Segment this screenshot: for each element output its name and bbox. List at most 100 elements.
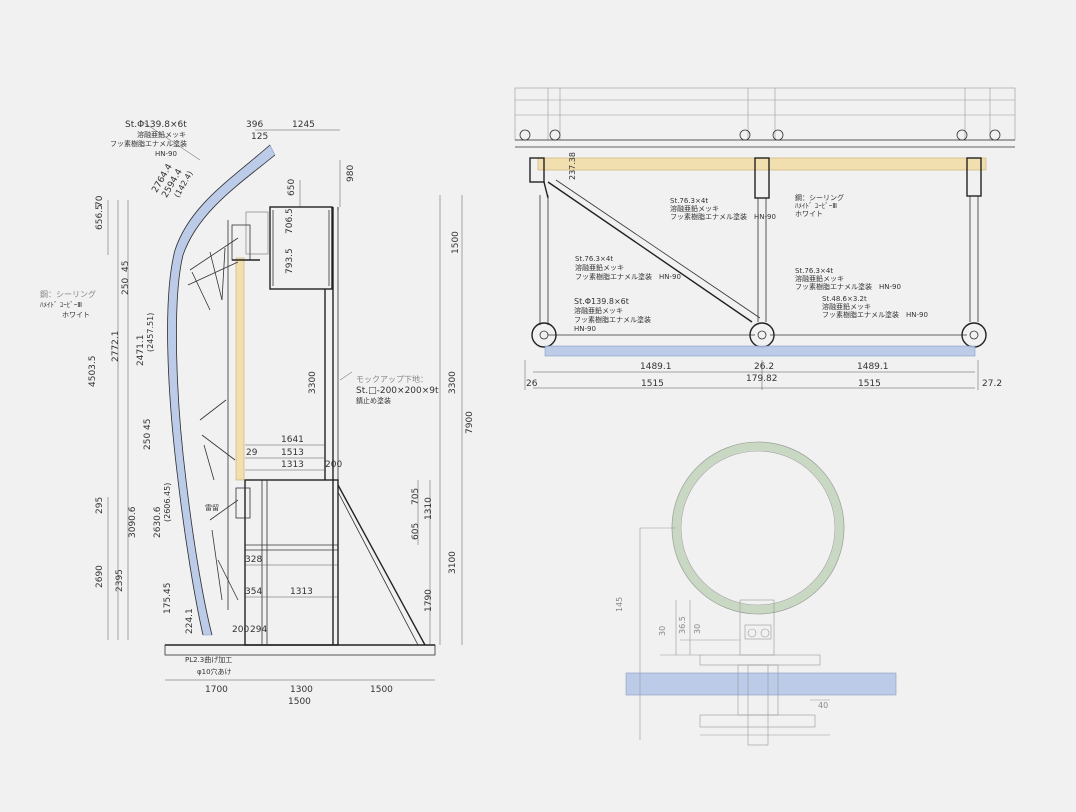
dimension: 1300 xyxy=(290,685,313,695)
left-finish-label: フッ素樹脂エナメル塗装 HN-90 xyxy=(575,272,681,281)
dimension: 2772.1 xyxy=(111,331,121,363)
dimension: 7900 xyxy=(465,411,475,434)
dimension: 237.38 xyxy=(568,152,577,180)
dimension: 1500 xyxy=(451,231,461,254)
seal-label: ホワイト xyxy=(795,210,823,218)
dimension: 26.2 xyxy=(754,362,774,372)
mockup-label: 錆止め塗装 xyxy=(356,396,391,405)
mockup-label: モックアップ下地： xyxy=(356,374,428,384)
brace-spec-label: St.76.3×4t xyxy=(670,197,708,205)
glass-strip xyxy=(544,345,976,357)
brace-finish-label: 溶融亜鉛メッキ xyxy=(670,204,719,213)
dimension: 1641 xyxy=(281,435,304,445)
ground-slab xyxy=(164,644,436,656)
dimension: 29 xyxy=(246,448,258,458)
dimension: 1313 xyxy=(290,587,313,597)
dimension: 200 xyxy=(325,460,342,470)
dimension: 1513 xyxy=(281,448,304,458)
sealing-label: ホワイト xyxy=(62,311,90,319)
small-finish-label: フッ素樹脂エナメル塗装 HN-90 xyxy=(822,310,928,319)
dimension: 2690 xyxy=(95,565,105,588)
dimension: 1489.1 xyxy=(640,362,672,372)
pipe-detail-view: 145 30 36.5 30 40 xyxy=(615,441,897,746)
dimension: 2630.6 xyxy=(153,506,163,538)
steel-frame xyxy=(244,206,426,646)
dimension: 45 xyxy=(121,261,131,272)
dimension: 145 xyxy=(615,597,624,612)
plan-view: St.76.3×4t 溶融亜鉛メッキ フッ素樹脂エナメル塗装 HN-90 St.… xyxy=(514,87,1016,390)
sealing-label: 鋼：シーリング xyxy=(40,289,96,299)
dimension: 1245 xyxy=(292,120,315,130)
glass-strip xyxy=(625,672,897,696)
dimension: (2457.51) xyxy=(146,313,155,352)
small-label: 雷留 xyxy=(205,503,219,512)
seal-label: ﾊﾒｲﾄﾞ ﾕｰﾋﾞｰⅢ xyxy=(795,202,837,210)
dimension: 3090.6 xyxy=(128,506,138,538)
pipe-ring xyxy=(671,441,845,615)
dimension: 1489.1 xyxy=(857,362,889,372)
dimension: 1500 xyxy=(288,697,311,707)
dimension: 656.5 xyxy=(95,204,105,230)
dimension: 2395 xyxy=(115,569,125,592)
dimension: 3300 xyxy=(448,371,458,394)
dimension: 36.5 xyxy=(678,616,687,634)
dimension: 250 xyxy=(143,433,153,450)
plan-dimension-lines xyxy=(524,360,979,390)
base-plate-label: PL2.3曲げ加工 xyxy=(185,655,232,664)
mid-finish-label: 溶融亜鉛メッキ xyxy=(795,274,844,283)
dimension: 179.82 xyxy=(746,374,778,384)
section-view: St.Φ139.8×6t 溶融亜鉛メッキ フッ素樹脂エナメル塗装 HN-90 鋼… xyxy=(40,119,475,707)
small-finish-label: 溶融亜鉛メッキ xyxy=(822,302,871,311)
dimension: 1500 xyxy=(370,685,393,695)
pipe-finish-label: HN-90 xyxy=(574,325,596,333)
dimension: 70 xyxy=(95,195,105,207)
dimension: 980 xyxy=(346,165,356,182)
pipe-finish-label: フッ素樹脂エナメル塗装 xyxy=(574,315,651,324)
dimension: 1515 xyxy=(858,379,881,389)
dimension: 125 xyxy=(251,132,268,142)
dimension: 328 xyxy=(245,555,262,565)
seal-label: 鋼：シーリング xyxy=(795,193,844,202)
dimension: 30 xyxy=(693,624,702,634)
small-spec-label: St.48.6×3.2t xyxy=(822,295,867,303)
hole-label: φ10穴あけ xyxy=(197,667,232,676)
dimension: 295 xyxy=(95,497,105,514)
dimension: 4503.5 xyxy=(88,356,98,388)
dimension: (2606.45) xyxy=(163,483,172,522)
detail-fittings xyxy=(639,527,830,746)
dimension: 2471.1 xyxy=(136,335,146,367)
section-dimensions xyxy=(107,119,463,681)
dimension: 294 xyxy=(250,625,267,635)
pipe-finish-label: 溶融亜鉛メッキ xyxy=(137,130,186,139)
dimension: 40 xyxy=(818,701,828,710)
pipe-finish-label: フッ素樹脂エナメル塗装 xyxy=(110,139,187,148)
dimension: 250 xyxy=(121,278,131,295)
dimension: 793.5 xyxy=(285,248,295,274)
plan-frame xyxy=(514,87,1016,148)
dimension: 706.5 xyxy=(285,208,295,234)
mid-spec-label: St.76.3×4t xyxy=(795,267,833,275)
dimension: 27.2 xyxy=(982,379,1002,389)
truss xyxy=(187,211,269,610)
dimension: 3100 xyxy=(448,551,458,574)
dimension: 705 xyxy=(411,488,421,505)
pipe-spec-label: St.Φ139.8×6t xyxy=(125,120,187,130)
mockup-label: St.□-200×200×9t xyxy=(356,386,439,396)
dimension: 650 xyxy=(287,179,297,196)
dimension: 1313 xyxy=(281,460,304,470)
pipe-finish-label: 溶融亜鉛メッキ xyxy=(574,306,623,315)
dimension: 200 xyxy=(232,625,249,635)
left-spec-label: St.76.3×4t xyxy=(575,255,613,263)
dimension: 175.45 xyxy=(163,583,173,615)
dimension: 1700 xyxy=(205,685,228,695)
dimension: 605 xyxy=(411,523,421,540)
pipe-finish-label: HN-90 xyxy=(155,150,177,158)
dimension: 396 xyxy=(246,120,263,130)
dimension: 3300 xyxy=(308,371,318,394)
dimension: 1310 xyxy=(424,497,434,520)
mid-finish-label: フッ素樹脂エナメル塗装 HN-90 xyxy=(795,282,901,291)
dimension: 1790 xyxy=(424,589,434,612)
dimension: 224.1 xyxy=(185,608,195,634)
